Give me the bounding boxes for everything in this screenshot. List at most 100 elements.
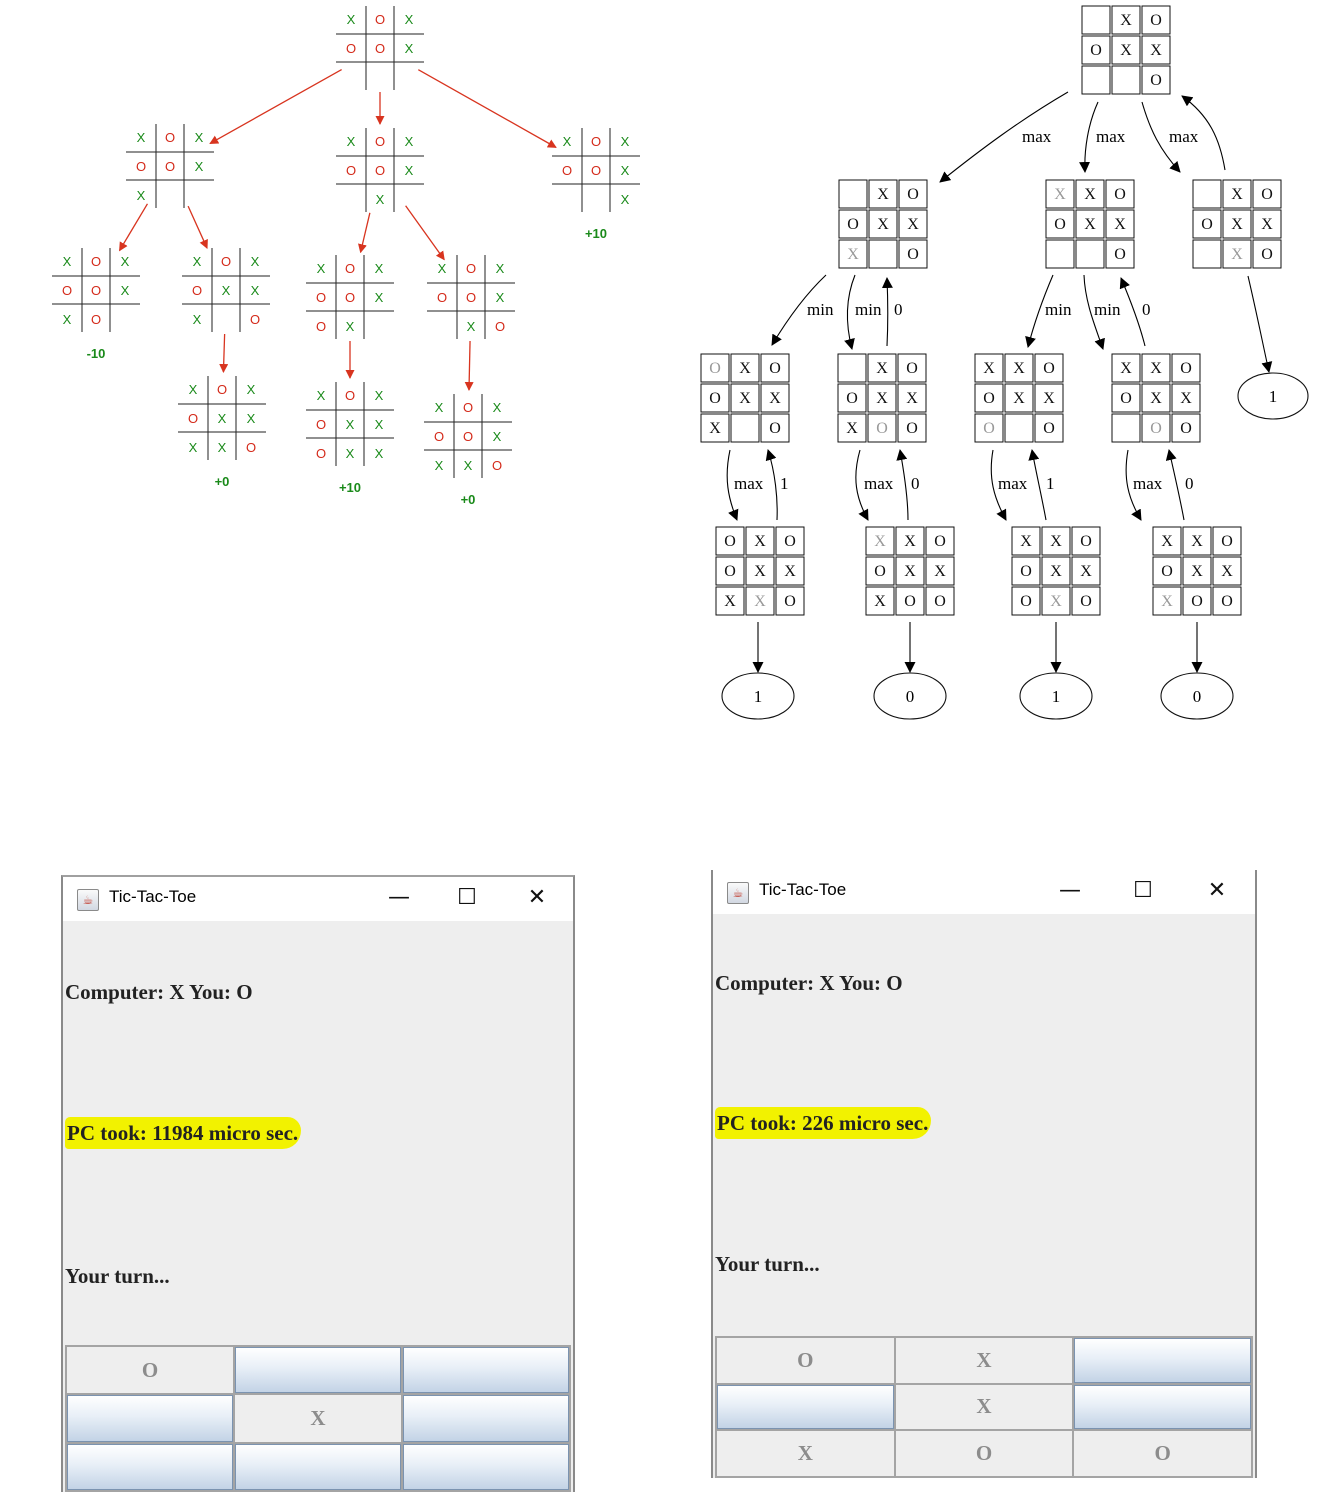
minimize-icon[interactable]: —: [388, 885, 410, 910]
maximize-icon[interactable]: ☐: [457, 885, 477, 910]
window-title: Tic-Tac-Toe: [759, 880, 847, 899]
board-cell-1-2[interactable]: X: [895, 1338, 1073, 1383]
board-mark: X: [195, 159, 204, 174]
board-cell: [974, 353, 1004, 383]
board-cell-2-2[interactable]: X: [895, 1384, 1073, 1430]
board-mark: X: [405, 134, 414, 149]
edge-value: 1: [780, 474, 789, 493]
board-cell: [745, 586, 775, 616]
backup-edge: [1028, 449, 1047, 521]
leaf-value: 0: [906, 687, 915, 706]
board-cell: [1171, 413, 1201, 443]
board-mark: X: [121, 254, 130, 269]
close-icon[interactable]: ✕: [527, 885, 547, 910]
board-cell-2-1[interactable]: [67, 1395, 233, 1442]
board-cell-3-3[interactable]: [403, 1443, 569, 1490]
board-cell: [925, 586, 955, 616]
backup-edge: [1181, 95, 1226, 171]
board-mark: X: [1114, 216, 1126, 233]
board-mark: O: [316, 290, 326, 305]
board-mark: X: [709, 420, 721, 437]
board-mark: O: [591, 163, 601, 178]
timing-label: PC took: 226 micro sec.: [715, 1107, 932, 1139]
board-cell-3-2[interactable]: O: [895, 1431, 1073, 1476]
board-mark: O: [1221, 533, 1233, 550]
board-cell: [898, 239, 928, 269]
board-mark: O: [345, 290, 355, 305]
board-mark: X: [496, 290, 505, 305]
board-mark: X: [493, 400, 502, 415]
board-cell-2-3[interactable]: [1074, 1384, 1251, 1430]
leaf-edge: [1247, 275, 1273, 373]
board-mark: X: [438, 261, 447, 276]
board-cell: [837, 413, 867, 443]
edge-label: max: [1096, 127, 1126, 146]
board-cell-2-3[interactable]: [403, 1395, 569, 1442]
board-mark: O: [375, 134, 385, 149]
board-cell-2-2[interactable]: X: [235, 1395, 401, 1442]
board-mark: X: [846, 420, 858, 437]
board-cell: [1071, 586, 1101, 616]
board-mark: O: [983, 420, 995, 437]
board-mark: X: [906, 390, 918, 407]
board-mark: X: [247, 382, 256, 397]
minimize-icon[interactable]: —: [1059, 878, 1081, 903]
board-cell-2-1[interactable]: [717, 1384, 894, 1430]
board-mark: X: [405, 41, 414, 56]
window-title-bar[interactable]: ☕ Tic-Tac-Toe — ☐ ✕: [713, 870, 1255, 914]
board-mark: X: [376, 192, 385, 207]
board-cell: [895, 556, 925, 586]
board-cell: [1105, 239, 1135, 269]
board-mark: O: [466, 261, 476, 276]
board-mark: O: [165, 130, 175, 145]
board-mark: O: [724, 533, 736, 550]
board-cell: [1212, 556, 1242, 586]
board-mark: O: [316, 319, 326, 334]
tree-edge-arrow: [187, 205, 208, 249]
board-cell: [1141, 35, 1171, 65]
board-cell-1-3[interactable]: [403, 1347, 569, 1394]
board-cell-1-1[interactable]: O: [67, 1347, 233, 1394]
board-cell: [1081, 35, 1111, 65]
close-icon[interactable]: ✕: [1207, 878, 1227, 903]
board-cell: [867, 353, 897, 383]
board-mark: X: [739, 360, 751, 377]
maximize-icon[interactable]: ☐: [1133, 878, 1153, 903]
backup-edge: [765, 449, 778, 521]
board-cell-3-1[interactable]: [67, 1443, 233, 1490]
board-cell-1-3[interactable]: [1074, 1338, 1251, 1383]
board-cell: [1011, 556, 1041, 586]
board-cell: [1171, 353, 1201, 383]
board-mark: O: [375, 41, 385, 56]
board-mark: X: [405, 12, 414, 27]
board-cell-3-1[interactable]: X: [717, 1431, 894, 1476]
board-mark: X: [877, 216, 889, 233]
board-mark: X: [877, 186, 889, 203]
board-mark: O: [1114, 246, 1126, 263]
edge-label: min: [855, 300, 882, 319]
board-cell: [868, 179, 898, 209]
board-cell-3-3[interactable]: O: [1074, 1431, 1251, 1476]
edge-label: min: [807, 300, 834, 319]
board-cell-3-2[interactable]: [235, 1443, 401, 1490]
board-cell: [925, 556, 955, 586]
board-cell: [1004, 353, 1034, 383]
board-cell: [1252, 179, 1282, 209]
board-cell-1-1[interactable]: O: [717, 1338, 894, 1383]
board-mark: O: [1201, 216, 1213, 233]
board-cell: [700, 413, 730, 443]
board-mark: O: [375, 163, 385, 178]
board-cell: [1081, 65, 1111, 95]
board-cell: [1034, 383, 1064, 413]
board-mark: O: [1261, 186, 1273, 203]
board-mark: O: [769, 360, 781, 377]
board-cell-1-2[interactable]: [235, 1347, 401, 1394]
board-mark: O: [709, 390, 721, 407]
leaf-value: 1: [754, 687, 763, 706]
board-mark: X: [1180, 390, 1192, 407]
window-title-bar[interactable]: ☕ Tic-Tac-Toe — ☐ ✕: [63, 877, 573, 921]
board-cell: [974, 383, 1004, 413]
